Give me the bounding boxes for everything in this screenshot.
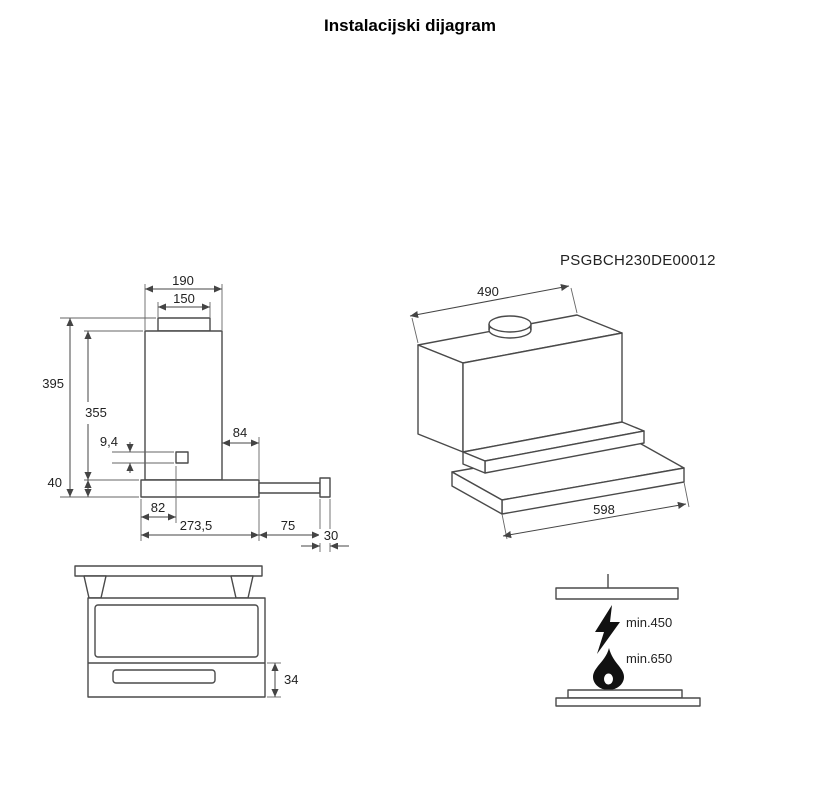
dim-front-strip-height: 34 [267, 662, 298, 698]
dim-label-598: 598 [593, 502, 615, 517]
dim-handle-depth: 30 [301, 499, 349, 552]
dim-duct-outer: 190 [144, 273, 223, 330]
dim-total-height: 395 [42, 317, 156, 498]
switch-box [175, 451, 189, 464]
hood-left-face [417, 344, 464, 453]
dim-duct-inner: 150 [157, 291, 211, 317]
dim-bottom-height: 40 [48, 475, 92, 497]
dim-pullout-extension: 75 [259, 499, 321, 552]
front-handle [319, 477, 331, 498]
left-bracket [83, 575, 107, 599]
handle-slot [112, 669, 216, 684]
duct-collar [157, 317, 211, 332]
cooktop-surface [567, 689, 683, 699]
dim-label-9-4: 9,4 [100, 434, 118, 449]
clearance-diagram: min.450 min.650 [555, 574, 701, 707]
dim-label-395: 395 [42, 376, 64, 391]
dim-body-height: 355 [84, 330, 143, 481]
dim-label-273-5: 273,5 [180, 518, 213, 533]
dim-label-40: 40 [48, 475, 62, 490]
counter-surface [555, 697, 701, 707]
flame-icon-core [604, 673, 613, 685]
duct-outlet-top [488, 315, 532, 333]
telescopic-pullout [258, 482, 321, 494]
dim-label-backing [319, 529, 344, 543]
model-number: PSGBCH230DE00012 [560, 252, 716, 269]
clearance-label-electric: min.450 [626, 615, 672, 630]
dim-label-150: 150 [173, 291, 195, 306]
dim-label-82: 82 [151, 500, 165, 515]
dim-switch-offset: 9,4 [100, 434, 174, 473]
dim-rear-clearance: 84 [222, 425, 260, 479]
dim-label-34: 34 [284, 672, 298, 687]
dim-switch-from-left: 82 [140, 466, 177, 541]
dim-front-width: 598 [501, 481, 690, 540]
flame-icon [593, 648, 624, 690]
front-panel [94, 604, 259, 658]
perspective-view-drawing: 490 598 [409, 283, 690, 540]
dim-label-84: 84 [233, 425, 247, 440]
dim-label-190: 190 [172, 273, 194, 288]
dim-label-355: 355 [85, 405, 107, 420]
dim-label-30: 30 [324, 528, 338, 543]
hood-bottom-section [140, 479, 260, 498]
front-view-drawing: 34 [74, 565, 298, 698]
dim-label-75: 75 [281, 518, 295, 533]
side-view-drawing: 190 150 395 355 [42, 273, 349, 552]
dim-label-490: 490 [477, 284, 499, 299]
mounting-plate [74, 565, 263, 577]
hood-underside [555, 587, 679, 600]
lightning-icon [595, 605, 620, 654]
dim-body-width: 490 [409, 283, 578, 344]
right-bracket [230, 575, 254, 599]
page-title: Instalacijski dijagram [324, 16, 496, 35]
frame-left-face [462, 451, 486, 474]
clearance-label-gas: min.650 [626, 651, 672, 666]
